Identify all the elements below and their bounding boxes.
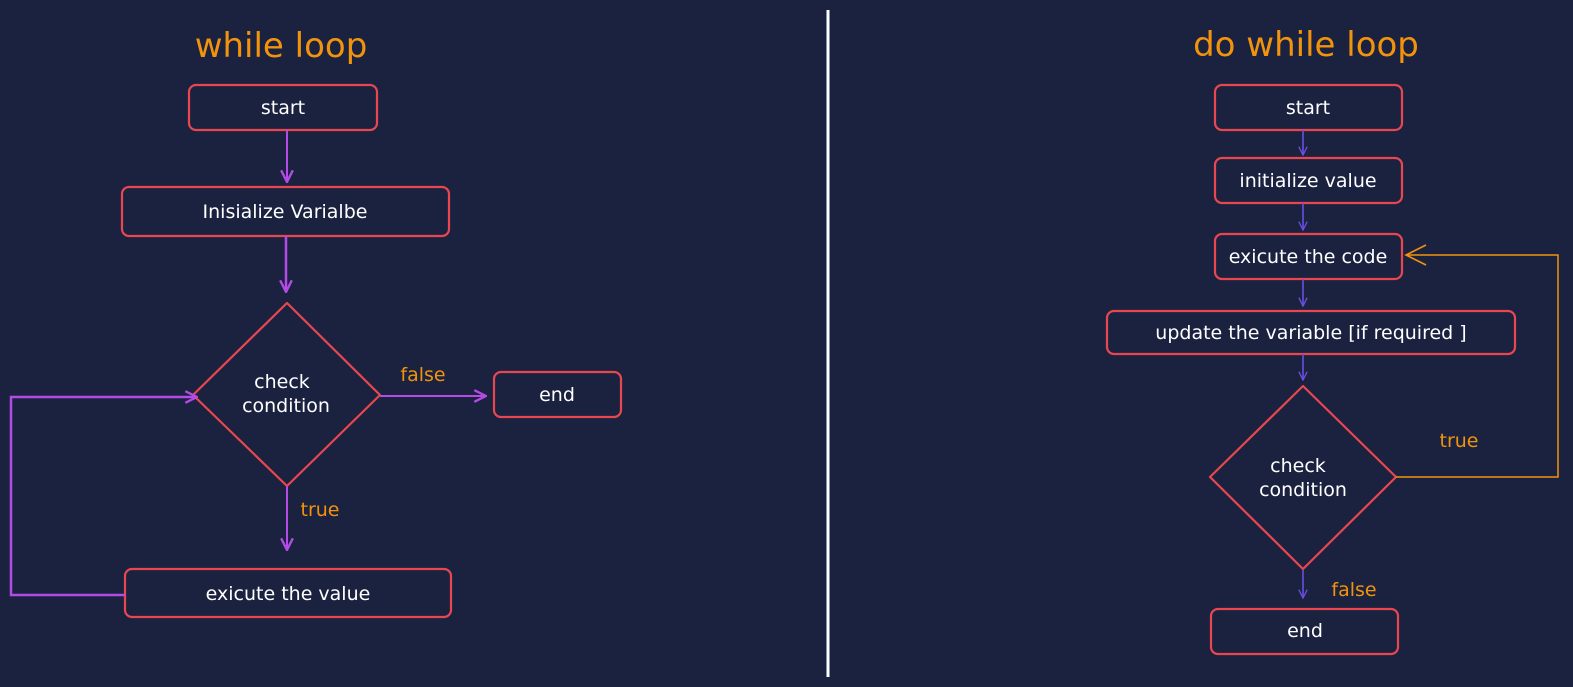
do-loop-back-arrow — [1396, 244, 1559, 478]
while-execute-label: exicute the value — [206, 583, 371, 605]
while-end-label: end — [539, 384, 575, 406]
do-check-label-1: check — [1270, 455, 1326, 477]
do-update-node: update the variable [if required ] — [1105, 309, 1517, 356]
do-true-label: true — [1440, 430, 1479, 452]
while-check-diamond: check condition — [191, 301, 382, 488]
do-init-node: initialize value — [1213, 156, 1404, 205]
do-execute-label: exicute the code — [1229, 246, 1388, 268]
while-check-label-2: condition — [242, 395, 330, 417]
do-start-node: start — [1213, 83, 1404, 132]
while-init-label: Inisialize Varialbe — [203, 201, 368, 223]
do-while-loop-diagram: do while loop start initialize value exi… — [1105, 25, 1559, 656]
do-false-label: false — [1331, 579, 1376, 601]
while-loop-title: while loop — [195, 26, 368, 66]
do-execute-node: exicute the code — [1213, 232, 1404, 281]
while-loop-diagram: while loop start Inisialize Varialbe che… — [9, 26, 623, 619]
while-start-node: start — [187, 83, 379, 132]
while-false-label: false — [400, 364, 445, 386]
do-init-label: initialize value — [1239, 170, 1376, 192]
do-check-label-2: condition — [1259, 479, 1347, 501]
do-check-diamond: check condition — [1208, 384, 1398, 571]
do-end-label: end — [1287, 620, 1323, 642]
do-start-label: start — [1286, 97, 1330, 119]
while-execute-node: exicute the value — [123, 567, 453, 619]
do-update-label: update the variable [if required ] — [1155, 322, 1466, 344]
while-check-label-1: check — [254, 371, 310, 393]
do-while-loop-title: do while loop — [1193, 25, 1419, 65]
while-loop-back-arrow — [9, 397, 197, 597]
while-true-label: true — [301, 499, 340, 521]
do-end-node: end — [1209, 607, 1400, 656]
while-end-node: end — [492, 370, 623, 419]
while-init-node: Inisialize Varialbe — [120, 185, 451, 238]
while-start-label: start — [261, 97, 305, 119]
